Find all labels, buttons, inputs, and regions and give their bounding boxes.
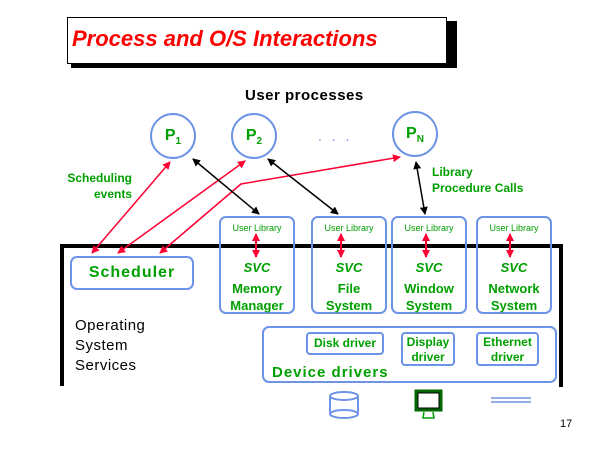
ellipsis: . . . (318, 128, 353, 144)
disk-icon (329, 391, 359, 419)
monitor-icon (414, 389, 443, 419)
user-library-label: User Library (489, 223, 539, 233)
process-label: PN (406, 125, 424, 146)
process-label: P1 (164, 127, 182, 148)
title-box (67, 17, 447, 64)
call-arrow-p1-memory (192, 158, 260, 215)
os-services-label: Operating System Services (75, 317, 146, 374)
scheduling-arrow-p2 (117, 160, 246, 254)
os-boundary-left (60, 244, 64, 386)
user-library-label: User Library (404, 223, 454, 233)
svc-label: SVC (335, 260, 363, 275)
process-label: P2 (245, 127, 263, 148)
network-cable-icon (491, 397, 531, 403)
scheduling-arrow-p1 (91, 161, 171, 254)
scheduler-box: Scheduler (70, 256, 194, 290)
library-calls-label: Library Procedure Calls (432, 164, 523, 196)
os-boundary-right (559, 244, 563, 387)
title-shadow-side (446, 21, 457, 68)
svc-label: SVC (415, 260, 443, 275)
scheduling-arrow-pn (159, 154, 401, 254)
svc-label: SVC (500, 260, 528, 275)
process-pn: PN (392, 111, 438, 157)
call-arrow-pn-window (413, 161, 428, 215)
svc-label: SVC (243, 260, 271, 275)
disk-driver-box: Disk driver (306, 332, 384, 355)
device-drivers-label: Device drivers (272, 364, 389, 381)
page-number: 17 (560, 418, 573, 430)
title-shadow (71, 63, 457, 68)
annotation-line: Library (432, 165, 473, 179)
slide-title: Process and O/S Interactions (72, 26, 378, 51)
annotation-line: Procedure Calls (432, 181, 524, 195)
scheduler-label: Scheduler (88, 264, 176, 281)
device-drivers-box: Device drivers (262, 326, 557, 383)
call-arrow-p2-file (267, 158, 339, 215)
user-processes-heading: User processes (245, 87, 364, 104)
